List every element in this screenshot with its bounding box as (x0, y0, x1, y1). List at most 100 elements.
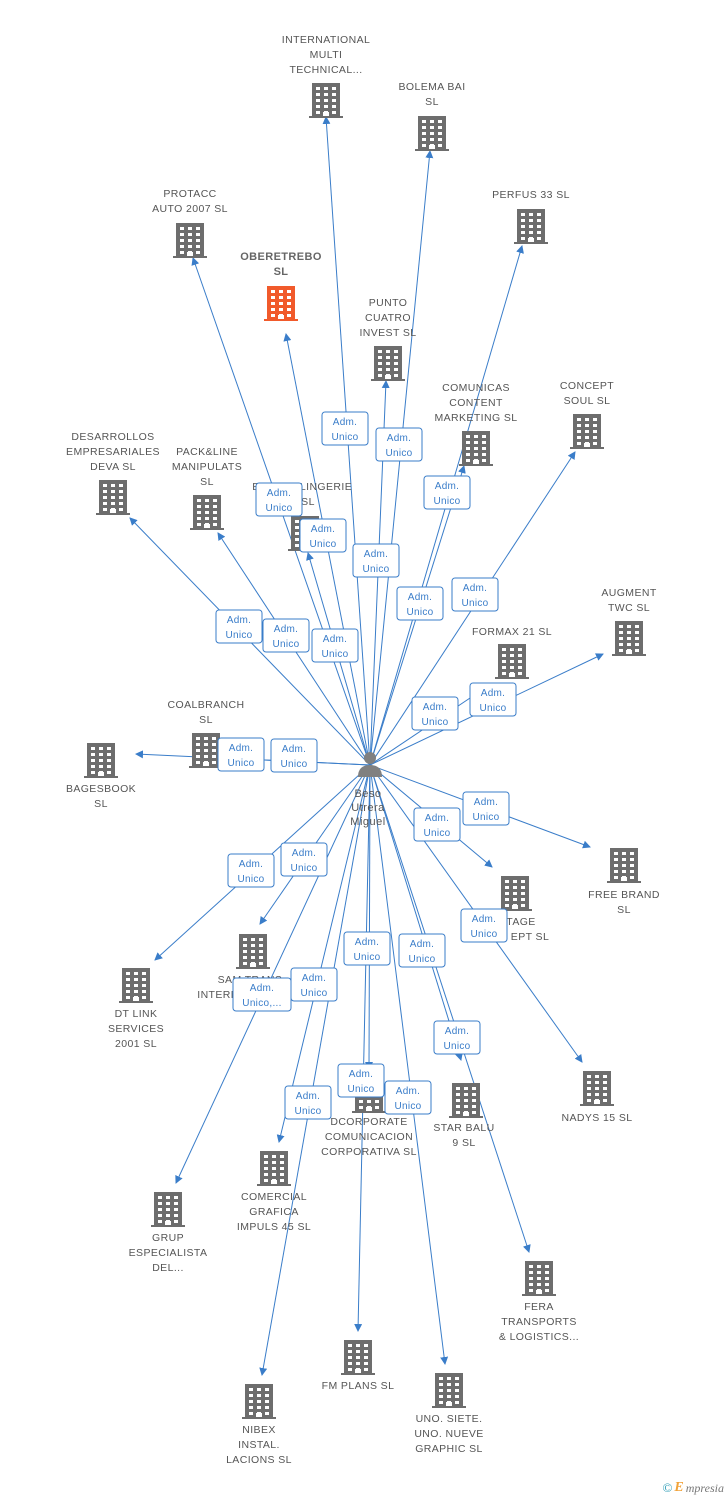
role-badge[interactable]: Adm.Unico,... (232, 977, 292, 1012)
company-label-stage-concept[interactable]: EPT SL (511, 931, 549, 943)
company-label-comercial-grafica-impuls-45[interactable]: GRAFICA (249, 1206, 298, 1218)
role-badge[interactable]: Adm.Unico (460, 908, 508, 943)
company-label-bagesbook[interactable]: BAGESBOOK (66, 783, 136, 795)
role-badge[interactable]: Adm.Unico (270, 738, 318, 773)
building-icon-nibex-instal-lacions[interactable] (242, 1384, 276, 1419)
company-label-nibex-instal-lacions[interactable]: INSTAL. (238, 1439, 280, 1451)
company-label-fera-transports-logistics[interactable]: & LOGISTICS... (499, 1331, 579, 1343)
building-icon-stage-concept[interactable] (498, 876, 532, 911)
role-badge[interactable]: Adm.Unico (215, 609, 263, 644)
role-badge[interactable]: Adm.Unico (255, 482, 303, 517)
company-label-concept-soul[interactable]: SOUL SL (564, 395, 611, 407)
company-label-dcorporate-comunicacion[interactable]: CORPORATIVA SL (321, 1146, 417, 1158)
footer-brand[interactable]: © E mpresia (663, 1480, 724, 1496)
company-label-free-brand[interactable]: SL (617, 904, 631, 916)
company-label-grup-especialista[interactable]: DEL... (152, 1262, 184, 1274)
building-icon-bagesbook[interactable] (84, 743, 118, 778)
building-icon-bolema-bai[interactable] (415, 116, 449, 151)
role-badge[interactable]: Adm.Unico (469, 682, 517, 717)
role-badge[interactable]: Adm.Unico (384, 1080, 432, 1115)
role-badge[interactable]: Adm.Unico (337, 1063, 385, 1098)
building-icon-packline-manipulats[interactable] (190, 495, 224, 530)
building-icon-concept-soul[interactable] (570, 414, 604, 449)
company-label-comercial-grafica-impuls-45[interactable]: IMPULS 45 SL (237, 1221, 311, 1233)
company-label-uno-siete-uno-nueve-graphic[interactable]: GRAPHIC SL (415, 1443, 483, 1455)
company-label-bolema-bai[interactable]: BOLEMA BAI (398, 81, 465, 93)
building-icon-oberetrebo[interactable] (264, 286, 298, 321)
company-label-fera-transports-logistics[interactable]: TRANSPORTS (501, 1316, 577, 1328)
role-badge[interactable]: Adm.Unico (423, 475, 471, 510)
building-icon-international-multi-technical[interactable] (309, 83, 343, 118)
company-label-punto-cuatro-invest[interactable]: CUATRO (365, 312, 411, 324)
company-label-nadys-15[interactable]: NADYS 15 SL (562, 1112, 633, 1124)
building-icon-uno-siete-uno-nueve-graphic[interactable] (432, 1373, 466, 1408)
company-label-concept-soul[interactable]: CONCEPT (560, 380, 614, 392)
company-label-star-balu-9[interactable]: STAR BALU (433, 1122, 494, 1134)
role-badge[interactable]: Adm.Unico (352, 543, 400, 578)
company-label-comunicas-content-marketing[interactable]: COMUNICAS (442, 382, 510, 394)
role-badge[interactable]: Adm.Unico (413, 807, 461, 842)
building-icon-free-brand[interactable] (607, 848, 641, 883)
company-label-augment-twc[interactable]: TWC SL (608, 602, 650, 614)
building-icon-comunicas-content-marketing[interactable] (459, 431, 493, 466)
company-label-sam-trans-internacional[interactable]: INTERN (197, 989, 238, 1001)
building-icon-augment-twc[interactable] (612, 621, 646, 656)
person-name[interactable]: Utrera (351, 802, 385, 814)
person-name[interactable]: Beso (354, 788, 381, 800)
company-label-international-multi-technical[interactable]: MULTI (310, 49, 343, 61)
role-badge[interactable]: Adm.Unico (451, 577, 499, 612)
company-label-perfus-33[interactable]: PERFUS 33 SL (492, 189, 570, 201)
company-label-protacc-auto-2007[interactable]: AUTO 2007 SL (152, 203, 228, 215)
role-badge[interactable]: Adm.Unico (284, 1085, 332, 1120)
role-badge[interactable]: Adm.Unico (311, 628, 359, 663)
company-label-desarrollos-empresariales-deva[interactable]: DESARROLLOS (71, 431, 154, 443)
company-label-dt-link-services[interactable]: SERVICES (108, 1023, 164, 1035)
company-label-bolema-bai[interactable]: SL (425, 96, 439, 108)
role-badge[interactable]: Adm.Unico (299, 518, 347, 553)
company-label-comunicas-content-marketing[interactable]: CONTENT (449, 397, 503, 409)
company-label-uno-siete-uno-nueve-graphic[interactable]: UNO. SIETE. (416, 1413, 483, 1425)
company-label-dt-link-services[interactable]: 2001 SL (115, 1038, 157, 1050)
role-badge[interactable]: Adm.Unico (290, 967, 338, 1002)
company-label-dt-link-services[interactable]: DT LINK (115, 1008, 158, 1020)
company-label-desarrollos-empresariales-deva[interactable]: DEVA SL (90, 461, 136, 473)
role-badge[interactable]: Adm.Unico (262, 618, 310, 653)
company-label-oberetrebo[interactable]: SL (274, 266, 289, 278)
company-label-uno-siete-uno-nueve-graphic[interactable]: UNO. NUEVE (414, 1428, 483, 1440)
company-label-comercial-grafica-impuls-45[interactable]: COMERCIAL (241, 1191, 307, 1203)
building-icon-perfus-33[interactable] (514, 209, 548, 244)
building-icon-nadys-15[interactable] (580, 1071, 614, 1106)
company-label-nibex-instal-lacions[interactable]: NIBEX (242, 1424, 276, 1436)
role-badge[interactable]: Adm.Unico (433, 1020, 481, 1055)
company-label-bagesbook[interactable]: SL (94, 798, 108, 810)
company-label-grup-especialista[interactable]: ESPECIALISTA (129, 1247, 208, 1259)
building-icon-coalbranch[interactable] (189, 733, 223, 768)
company-label-comunicas-content-marketing[interactable]: MARKETING SL (435, 412, 518, 424)
company-label-coalbranch[interactable]: SL (199, 714, 213, 726)
role-badge[interactable]: Adm.Unico (343, 931, 391, 966)
company-label-desarrollos-empresariales-deva[interactable]: EMPRESARIALES (66, 446, 160, 458)
company-label-augment-twc[interactable]: AUGMENT (601, 587, 656, 599)
role-badge[interactable]: Adm.Unico (462, 791, 510, 826)
company-label-oberetrebo[interactable]: OBERETREBO (240, 251, 322, 263)
company-label-packline-manipulats[interactable]: MANIPULATS (172, 461, 242, 473)
company-label-dcorporate-comunicacion[interactable]: DCORPORATE (330, 1116, 407, 1128)
building-icon-fera-transports-logistics[interactable] (522, 1261, 556, 1296)
role-badge[interactable]: Adm.Unico (280, 842, 328, 877)
building-icon-comercial-grafica-impuls-45[interactable] (257, 1151, 291, 1186)
role-badge[interactable]: Adm.Unico (227, 853, 275, 888)
company-label-star-balu-9[interactable]: 9 SL (452, 1137, 475, 1149)
company-label-protacc-auto-2007[interactable]: PROTACC (163, 188, 216, 200)
role-badge[interactable]: Adm.Unico (375, 427, 423, 462)
building-icon-sam-trans-internacional[interactable] (236, 934, 270, 969)
company-label-international-multi-technical[interactable]: INTERNATIONAL (282, 34, 370, 46)
building-icon-grup-especialista[interactable] (151, 1192, 185, 1227)
company-label-formax-21[interactable]: FORMAX 21 SL (472, 626, 552, 638)
company-label-packline-manipulats[interactable]: SL (200, 476, 214, 488)
company-label-stage-concept[interactable]: TAGE (506, 916, 535, 928)
company-label-fera-transports-logistics[interactable]: FERA (524, 1301, 554, 1313)
company-label-grup-especialista[interactable]: GRUP (152, 1232, 184, 1244)
building-icon-dt-link-services[interactable] (119, 968, 153, 1003)
person-name[interactable]: Miguel (350, 816, 385, 828)
